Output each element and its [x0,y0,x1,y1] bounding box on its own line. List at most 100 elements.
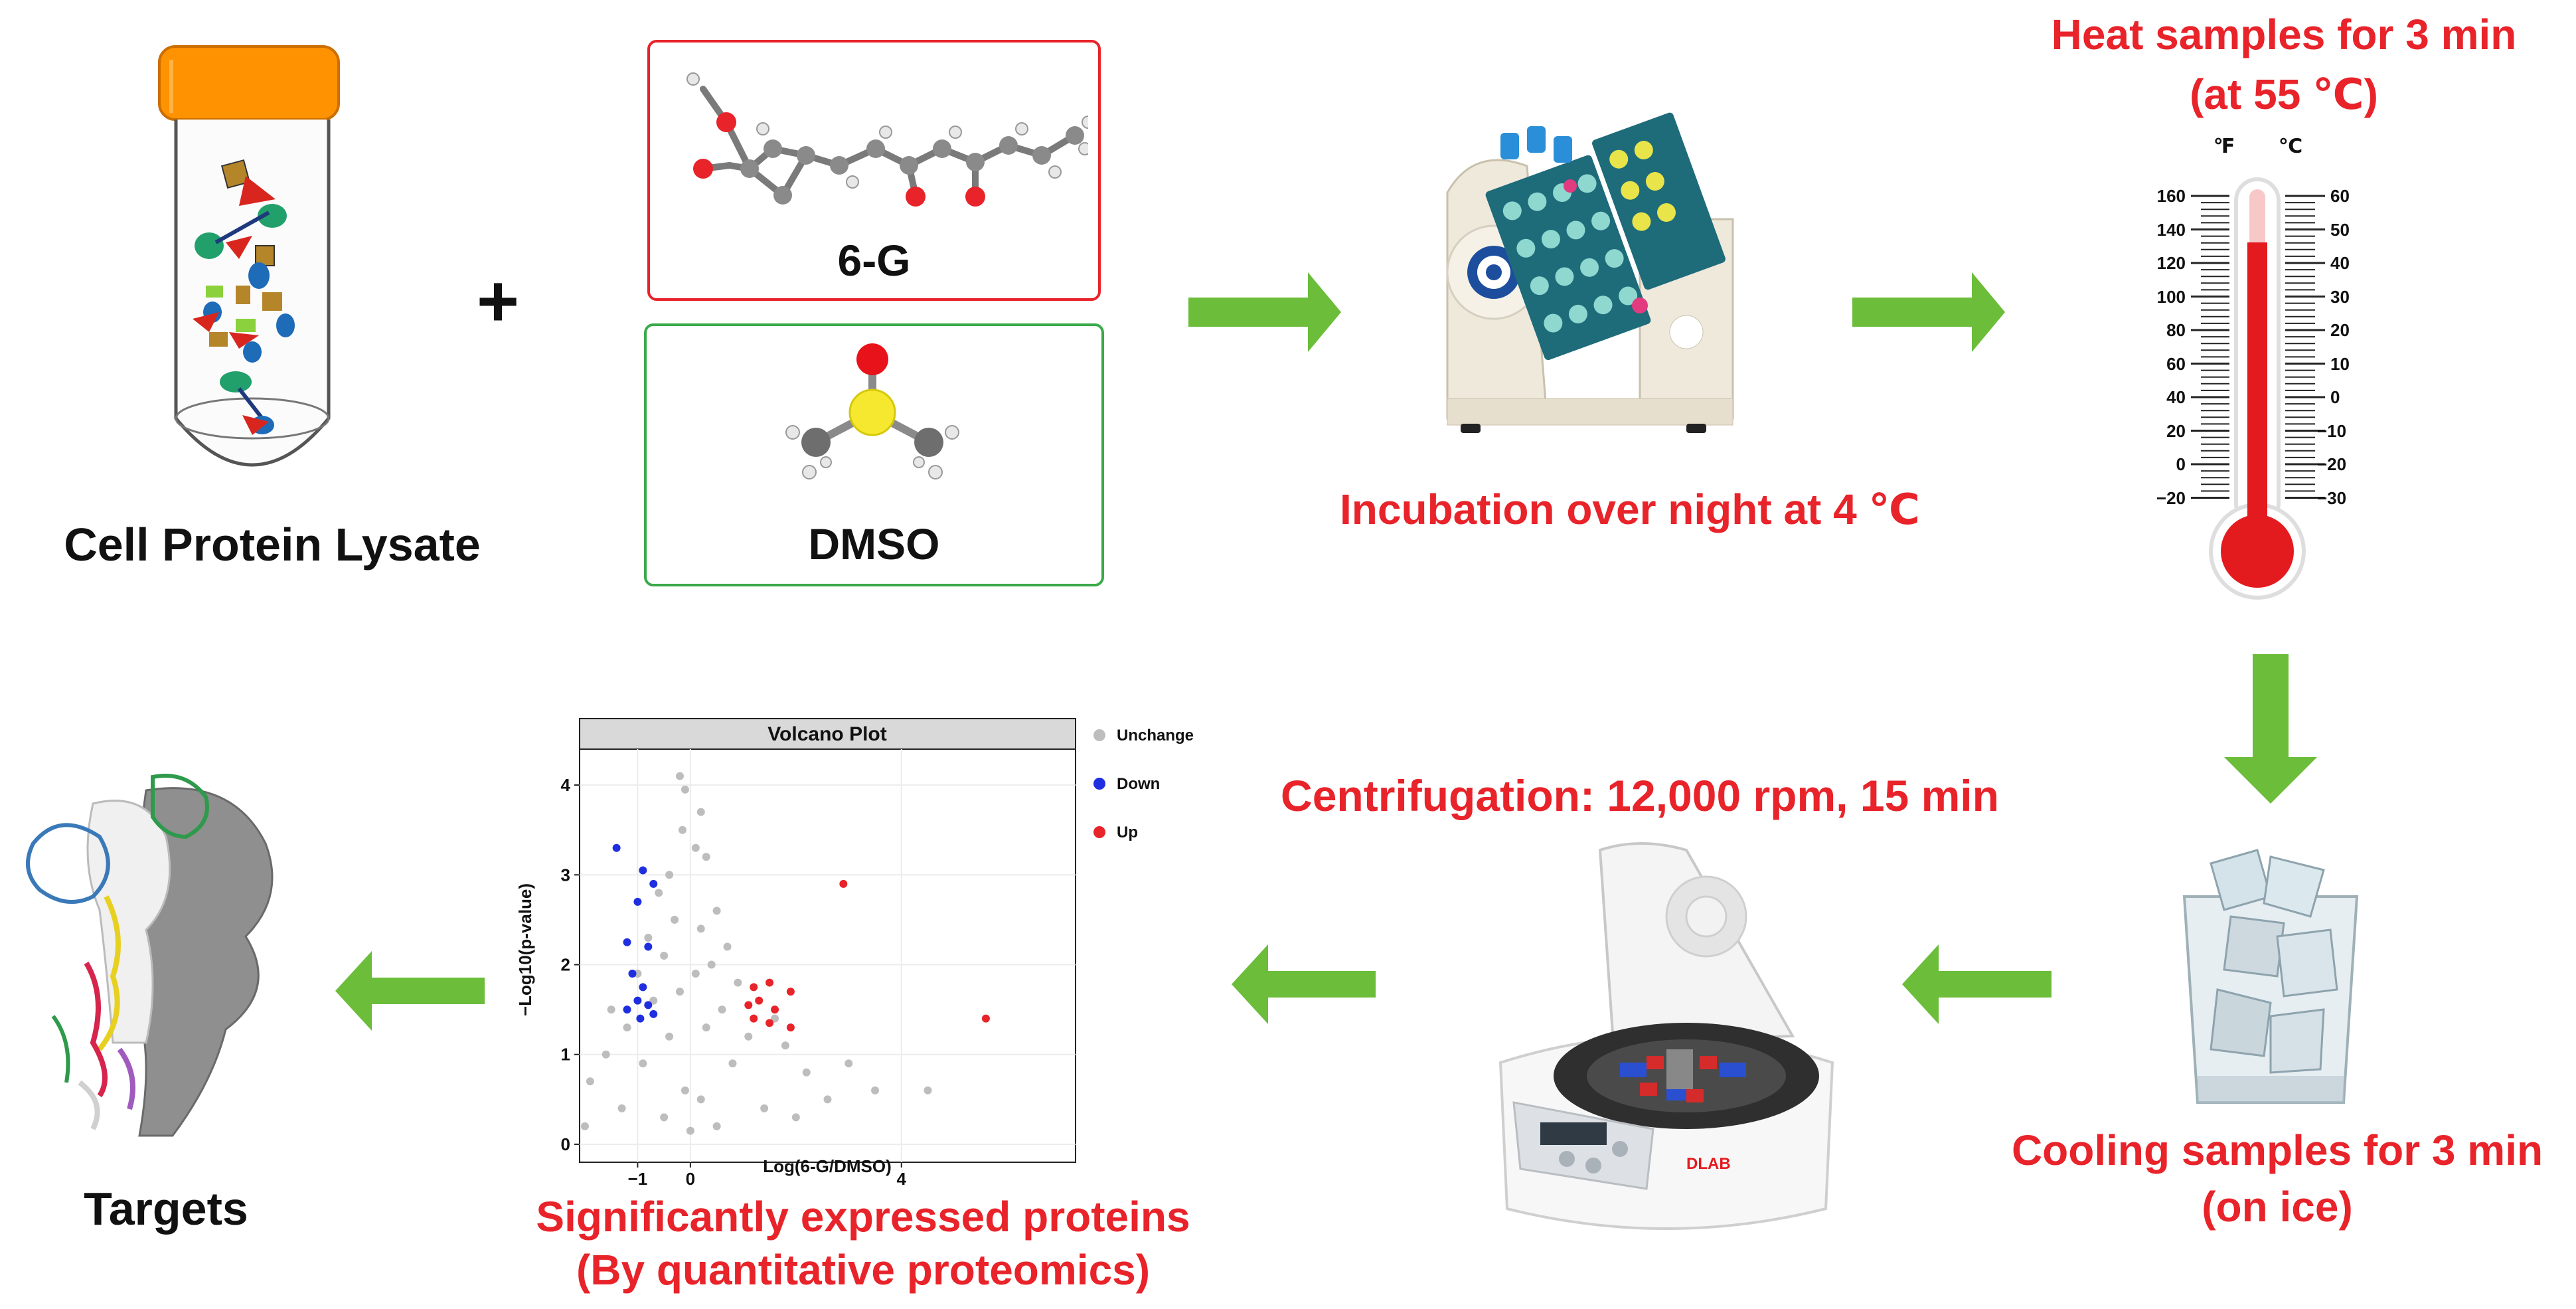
data-point-unchange [660,1113,669,1122]
data-point-unchange [644,933,653,942]
proteins-label-line1: Significantly expressed proteins [536,1193,1190,1241]
protein-structure-illustration [26,774,274,1137]
c-tick: −30 [2317,488,2346,508]
compound-6g-box: 6-G [647,40,1101,301]
arrow-right-2 [1852,272,2005,352]
legend-swatch [1093,826,1105,838]
celsius-tick-labels: 60 50 40 30 20 10 0 −10 −20 −30 [2317,186,2350,508]
legend-swatch [1093,778,1105,790]
centrifuge-brand: DLAB [1686,1155,1731,1173]
f-tick: 60 [2166,354,2186,374]
c-tick: 40 [2330,253,2350,273]
proteins-label-line2: (By quantitative proteomics) [576,1246,1151,1294]
data-point-unchange [639,1059,647,1068]
x-tick-label: −1 [628,1169,648,1189]
data-point-up [765,1019,774,1027]
data-point-up [765,978,774,987]
data-point-unchange [660,952,669,960]
data-point-unchange [845,1059,853,1068]
data-point-unchange [649,996,658,1005]
c-tick: 50 [2330,220,2350,240]
data-point-unchange [734,978,742,987]
f-tick: −20 [2156,488,2186,508]
data-point-unchange [781,1041,789,1050]
data-point-unchange [655,889,663,897]
centrifugation-label: Centrifugation: 12,000 rpm, 15 min [1281,771,1999,820]
data-point-unchange [671,915,679,924]
c-tick: 30 [2330,287,2350,307]
c-tick: 60 [2330,186,2350,206]
data-point-up [839,879,848,888]
fahrenheit-unit: ℉ [2214,135,2235,157]
plot-grid [580,749,1076,1162]
data-point-unchange [723,942,732,951]
data-point-unchange [675,988,684,996]
dmso-box: DMSO [644,323,1104,586]
data-point-unchange [791,1113,800,1122]
legend-label: Down [1117,775,1160,793]
data-point-unchange [586,1077,594,1086]
lysate-label: Cell Protein Lysate [64,519,481,570]
data-point-unchange [712,1122,721,1130]
centrifuge-illustration: DLAB [1498,842,1834,1230]
heat-label-line1: Heat samples for 3 min [2051,11,2517,58]
data-point-down [649,1009,658,1018]
data-point-down [612,843,621,852]
cooling-label-line2: (on ice) [2202,1183,2353,1231]
data-point-unchange [696,924,705,933]
data-point-unchange [681,785,689,794]
data-point-down [639,866,647,875]
data-point-unchange [691,843,700,852]
arrow-left-1 [1902,944,2052,1024]
thermometer-ticks [2191,195,2325,499]
f-tick: 80 [2166,320,2186,340]
data-point-unchange [623,1023,631,1032]
data-point-unchange [718,1005,726,1014]
rotator-illustration [1446,112,1734,433]
data-point-unchange [871,1086,880,1094]
data-point-unchange [823,1095,832,1104]
fahrenheit-tick-labels: 160 140 120 100 80 60 40 20 0 −20 [2156,186,2186,508]
data-point-up [786,1023,795,1032]
legend-label: Unchange [1117,727,1194,744]
legend-swatch [1093,729,1105,741]
data-point-up [981,1014,990,1023]
compound-6g-label: 6-G [837,236,911,285]
data-point-unchange [924,1086,932,1094]
y-tick-label: 3 [561,865,570,885]
ice-glass-illustration [2182,849,2359,1104]
c-tick: 20 [2330,320,2350,340]
data-point-down [623,1005,631,1014]
data-point-down [639,983,647,992]
f-tick: 140 [2157,220,2186,240]
c-tick: 10 [2330,354,2350,374]
f-tick: 20 [2166,421,2186,441]
data-point-unchange [696,808,705,816]
data-point-down [623,938,631,946]
data-point-unchange [802,1068,811,1077]
data-point-unchange [744,1032,753,1041]
c-tick: −20 [2317,454,2346,474]
data-point-unchange [691,970,700,978]
f-tick: 120 [2157,253,2186,273]
data-point-unchange [696,1095,705,1104]
arrow-left-3 [335,951,485,1031]
c-tick: −10 [2317,421,2346,441]
dmso-label: DMSO [808,519,940,568]
targets-label: Targets [84,1183,248,1235]
data-point-unchange [707,960,716,969]
x-tick-label: 0 [686,1169,695,1189]
data-point-down [628,970,637,978]
celsius-unit: ℃ [2279,135,2302,157]
data-point-unchange [580,1122,589,1130]
data-point-unchange [617,1104,626,1112]
heat-label-line2: (at 55 ℃) [2190,70,2378,118]
y-tick-label: 1 [561,1045,570,1065]
data-point-unchange [702,1023,710,1032]
f-tick: 160 [2157,186,2186,206]
arrow-down [2224,654,2317,804]
data-point-unchange [771,1014,779,1023]
data-point-up [744,1001,753,1009]
